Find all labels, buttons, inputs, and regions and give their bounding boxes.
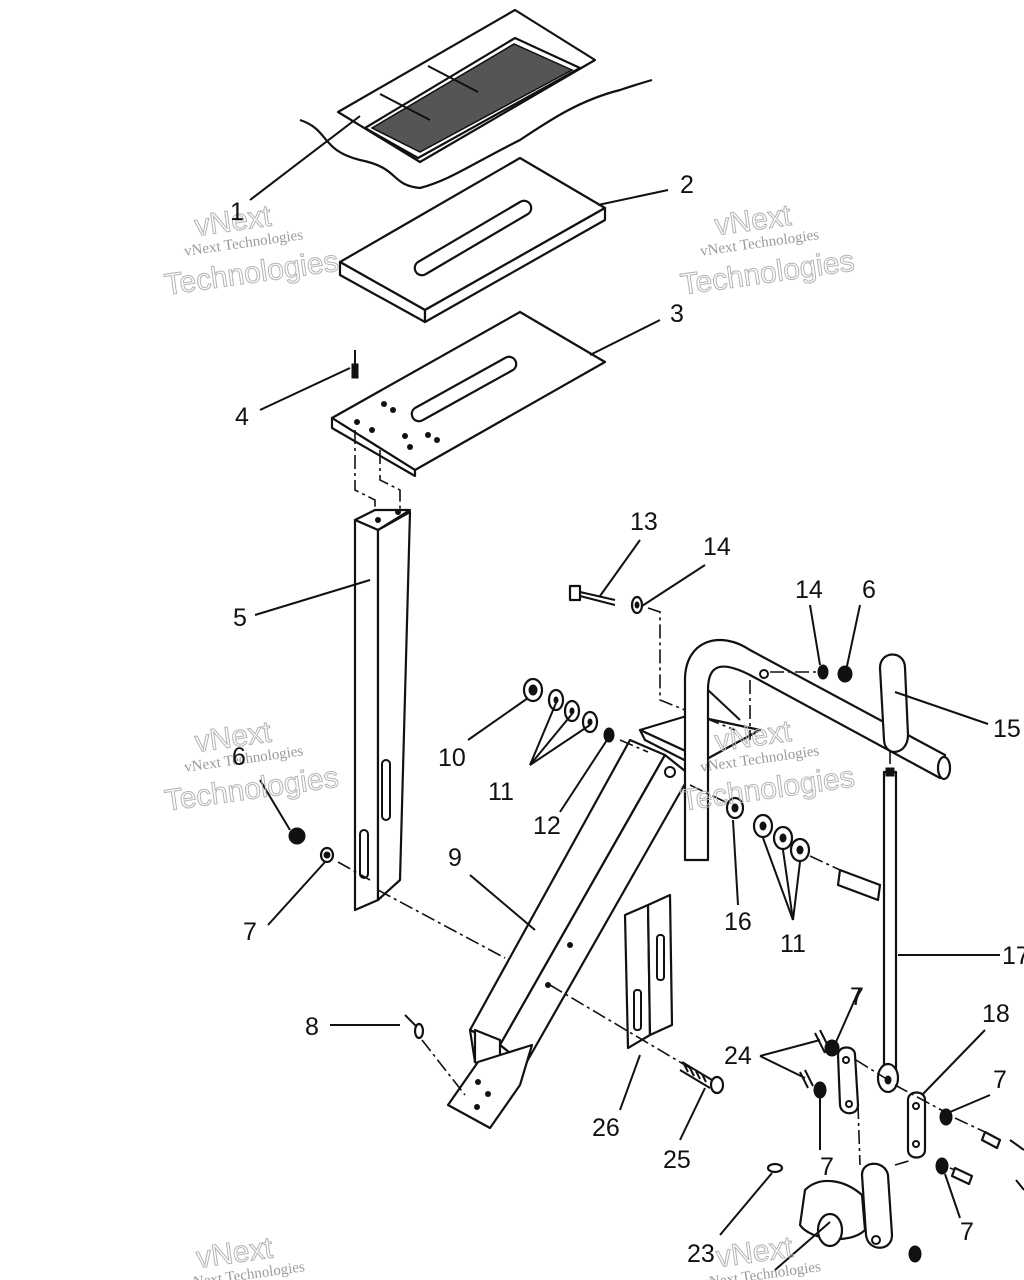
watermark-mid-left: vNext vNext Technologies Technologies: [162, 715, 341, 818]
part-4-pin: [351, 350, 359, 379]
callout-6-left: 6: [232, 743, 246, 771]
part-23-pin: [766, 1162, 784, 1174]
callout-23: 23: [687, 1240, 715, 1268]
part-6-nut-left: [288, 827, 306, 845]
part-2-plate: [338, 156, 607, 324]
callout-9: 9: [448, 844, 462, 872]
part-13-bolt: [568, 584, 616, 606]
callout-2: 2: [680, 171, 694, 199]
part-11-washers-right: [752, 813, 811, 863]
part-17-rod: [876, 767, 900, 1094]
callout-5: 5: [233, 604, 247, 632]
part-26-bracket: [623, 893, 674, 1050]
callout-25: 25: [663, 1146, 691, 1174]
callout-14-top: 14: [703, 533, 731, 561]
part-25-bolt: [679, 1061, 725, 1095]
leader-lines: [249, 115, 1000, 1271]
callout-14-right: 14: [795, 576, 823, 604]
pins-right: [950, 1130, 1002, 1186]
part-10-nut: [522, 677, 544, 703]
callout-7-middle: 7: [820, 1153, 834, 1181]
part-14-washer-top: [630, 595, 644, 615]
callout-labels: 1 2 3 4 5 6 7 8 9 10 11 12 13 14 14 6 15…: [230, 171, 1024, 1268]
part-3-mount-plate: [330, 310, 607, 478]
callout-26: 26: [592, 1114, 620, 1142]
callout-11-right: 11: [780, 930, 806, 958]
part-15-knob: [878, 653, 910, 753]
part-5-upright-channel: [353, 508, 412, 912]
callout-1: 1: [230, 198, 244, 226]
part-24-cotter-pins: [799, 1029, 831, 1089]
part-16-washer: [725, 796, 745, 820]
callout-12: 12: [533, 812, 561, 840]
part-6-nut-right: [837, 665, 853, 683]
part-1-floor-panel: [299, 8, 653, 190]
callout-7-upper: 7: [850, 983, 864, 1011]
callout-6-right: 6: [862, 576, 876, 604]
linkage-plates: [836, 1046, 927, 1249]
watermark-top-right: vNext vNext Technologies Technologies: [678, 198, 857, 302]
callout-7-lower-right: 7: [960, 1218, 974, 1246]
part-7-washer-left: [319, 846, 335, 864]
part-1-textured-pad: [370, 43, 574, 153]
callout-3: 3: [670, 300, 684, 328]
callout-17: 17: [1002, 942, 1024, 970]
callout-18: 18: [982, 1000, 1010, 1028]
callout-10: 10: [438, 744, 466, 772]
part-7-nuts-linkage: [813, 1039, 953, 1263]
callout-7-left: 7: [243, 918, 257, 946]
watermark-bottom-right: vNext vNext Technologies: [701, 1230, 822, 1280]
part-9-arm: [468, 738, 692, 1077]
part-12-washer: [603, 727, 615, 743]
callout-11-left: 11: [488, 778, 514, 806]
callout-16: 16: [724, 908, 752, 936]
watermark-bottom-left: vNext vNext Technologies: [185, 1231, 306, 1280]
callout-13: 13: [630, 508, 658, 536]
watermark-top-left: vNext vNext Technologies Technologies: [162, 199, 341, 302]
callout-15: 15: [993, 715, 1021, 743]
part-8-foot-plate: [404, 1014, 534, 1130]
callout-24: 24: [724, 1042, 752, 1070]
callout-4: 4: [235, 403, 249, 431]
callout-8: 8: [305, 1013, 319, 1041]
callout-7-far-right: 7: [993, 1066, 1007, 1094]
roller: [798, 1179, 867, 1248]
part-14-washer-right: [817, 664, 829, 680]
